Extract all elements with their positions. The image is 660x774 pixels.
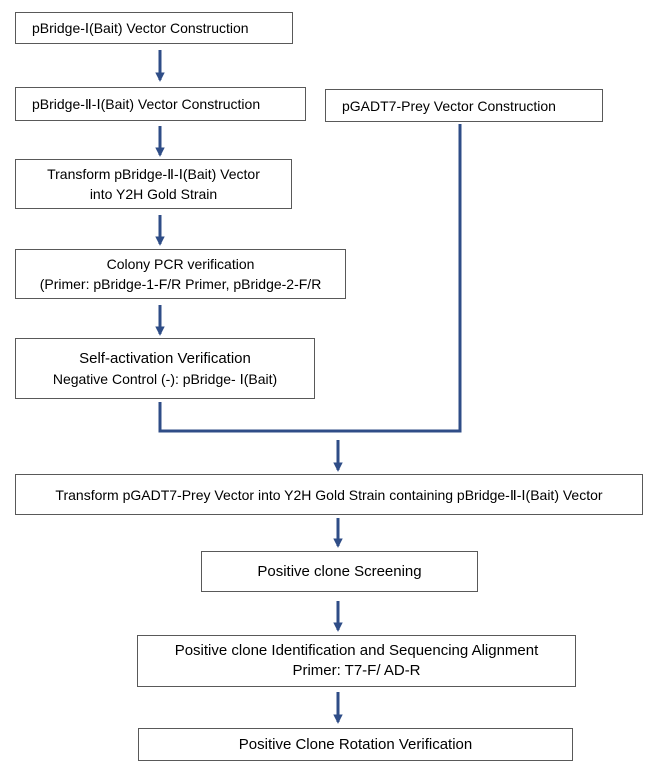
node-text: into Y2H Gold Strain	[89, 186, 218, 202]
node-text: Positive clone Screening	[257, 562, 422, 580]
step-transform-bait: Transform pBridge-Ⅱ-Ⅰ(Bait) Vector into …	[15, 159, 292, 209]
step-pbridge1-construction: pBridge-Ⅰ(Bait) Vector Construction	[15, 12, 293, 44]
node-text: (Primer: pBridge-1-F/R Primer, pBridge-2…	[39, 276, 322, 292]
node-text: pBridge-Ⅱ-Ⅰ(Bait) Vector Construction	[32, 96, 261, 112]
node-text: Colony PCR verification	[106, 256, 255, 272]
node-text: pGADT7-Prey Vector Construction	[342, 97, 556, 114]
step-self-activation: Self-activation Verification Negative Co…	[15, 338, 315, 399]
step-pgadt7-construction: pGADT7-Prey Vector Construction	[325, 89, 603, 122]
step-positive-screening: Positive clone Screening	[201, 551, 478, 592]
node-text: Self-activation Verification	[79, 349, 251, 367]
step-pbridge2-construction: pBridge-Ⅱ-Ⅰ(Bait) Vector Construction	[15, 87, 306, 121]
node-text: Transform pBridge-Ⅱ-Ⅰ(Bait) Vector	[47, 166, 260, 182]
step-rotation-verification: Positive Clone Rotation Verification	[138, 728, 573, 761]
node-text: Negative Control (-): pBridge- Ⅰ(Bait)	[52, 370, 278, 387]
node-text: Transform pGADT7-Prey Vector into Y2H Go…	[55, 486, 603, 503]
step-colony-pcr: Colony PCR verification (Primer: pBridge…	[15, 249, 346, 299]
step-transform-prey: Transform pGADT7-Prey Vector into Y2H Go…	[15, 474, 643, 515]
node-text: Positive Clone Rotation Verification	[238, 735, 473, 753]
node-text: Positive clone Identification and Sequen…	[174, 642, 539, 659]
step-identification: Positive clone Identification and Sequen…	[137, 635, 576, 687]
node-text: pBridge-Ⅰ(Bait) Vector Construction	[32, 20, 249, 36]
node-text: Primer: T7-F/ AD-R	[292, 662, 421, 679]
